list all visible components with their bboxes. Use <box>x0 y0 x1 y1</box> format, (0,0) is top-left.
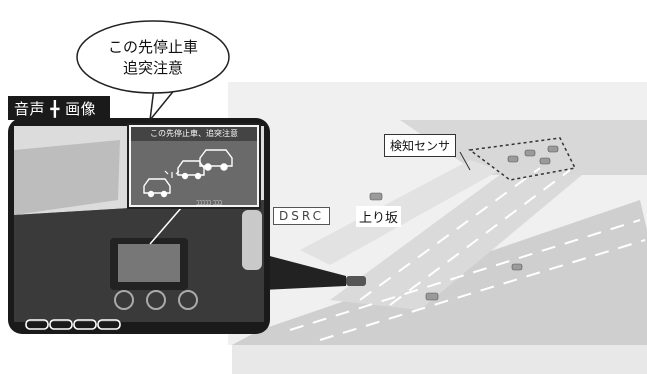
screen-callout-beam <box>262 254 346 290</box>
bubble-text-line1: この先停止車 <box>107 38 198 56</box>
cross-road <box>400 120 647 175</box>
bubble-text-line2: 追突注意 <box>122 59 183 77</box>
approaching-car <box>346 276 366 286</box>
warning-icon <box>164 170 180 178</box>
modality-tab <box>8 96 110 120</box>
speech-bubble <box>76 20 230 123</box>
stopped-cars-icon <box>143 149 233 198</box>
indicator-pills <box>25 319 121 330</box>
screen-warning-message: この先停止車、追突注意 <box>150 129 238 138</box>
slope-label: 上り坂 <box>356 206 402 227</box>
modality-label: 音声 ╋ 画像 <box>14 100 97 118</box>
road-scene <box>228 82 647 374</box>
screen-footer-text: ｺｺｺｺｺ ｺｺｺ <box>196 200 222 207</box>
sensor-pointer <box>459 151 471 171</box>
detection-zone <box>468 137 577 181</box>
dsrc-label: DSRC <box>273 207 330 225</box>
sensor-label: 検知センサ <box>384 134 457 157</box>
nav-display-screen <box>127 123 261 209</box>
